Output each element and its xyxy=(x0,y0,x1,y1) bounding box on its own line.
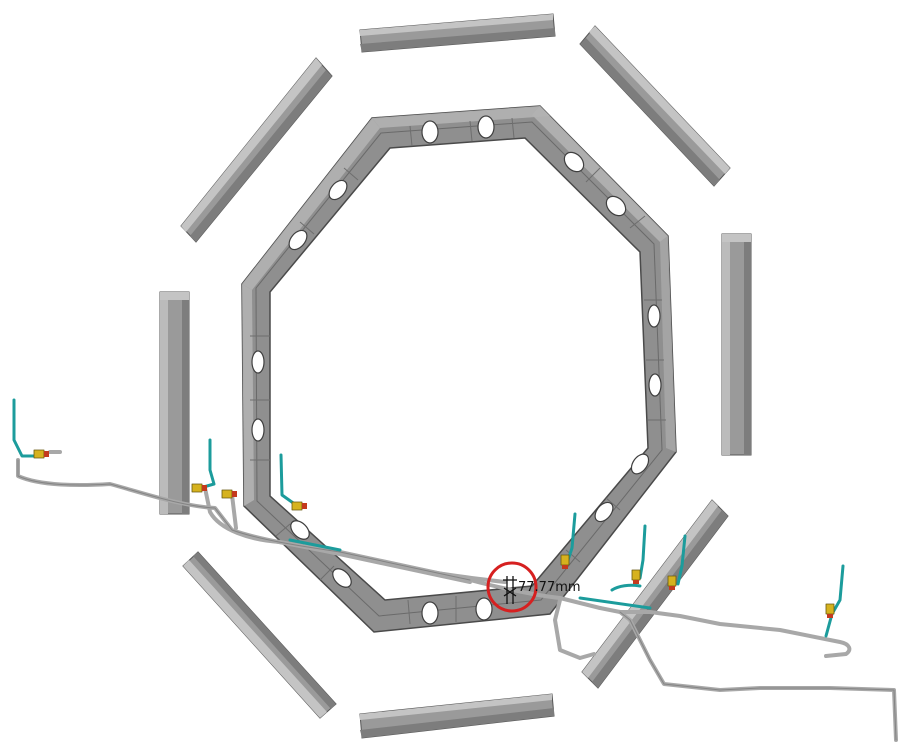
measurement-highlight-circle xyxy=(486,561,538,613)
beam-top[interactable] xyxy=(359,13,556,53)
octagonal-ring[interactable] xyxy=(241,105,677,633)
fitting[interactable] xyxy=(667,575,677,590)
pipe-fittings[interactable] xyxy=(33,449,835,618)
measurement-marker[interactable]: 77.77mm xyxy=(486,561,581,613)
measurement-glyph-icon xyxy=(503,576,517,604)
beam-bottom[interactable] xyxy=(359,693,555,739)
beam-left[interactable] xyxy=(159,291,190,515)
piping-assembly[interactable] xyxy=(12,398,898,742)
fitting[interactable] xyxy=(560,554,570,569)
fitting[interactable] xyxy=(221,489,237,499)
fitting[interactable] xyxy=(191,483,207,493)
beam-top-right[interactable] xyxy=(579,25,731,187)
fitting[interactable] xyxy=(291,501,307,511)
beam-bottom-left[interactable] xyxy=(182,551,337,719)
outer-beams xyxy=(159,13,752,739)
beam-right[interactable] xyxy=(721,233,752,456)
fitting[interactable] xyxy=(33,449,49,459)
fitting[interactable] xyxy=(631,569,641,584)
fitting[interactable] xyxy=(825,603,835,618)
measurement-label: 77.77mm xyxy=(518,580,581,595)
beam-top-left[interactable] xyxy=(180,57,333,243)
